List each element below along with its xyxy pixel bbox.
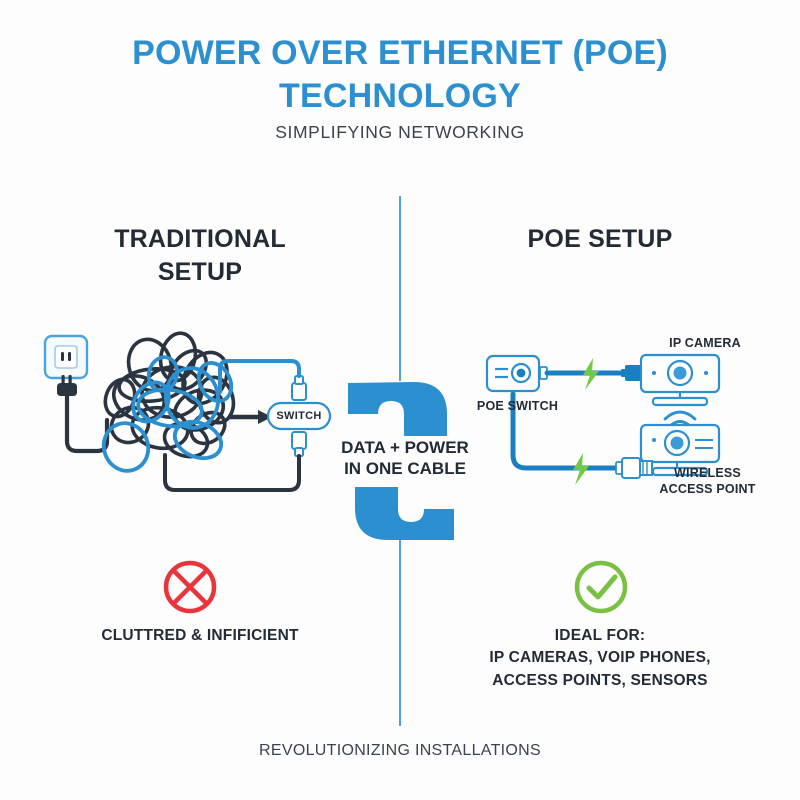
ip-camera-label: IP CAMERA bbox=[669, 336, 741, 350]
lightning-bolt-icon bbox=[583, 358, 599, 390]
lightning-bolt-icon-2 bbox=[573, 453, 589, 485]
wireless-access-point-label-line-2: ACCESS POINT bbox=[659, 481, 756, 496]
poe-switch-label: POE SWITCH bbox=[476, 399, 559, 413]
prohibited-circle-x-icon bbox=[163, 560, 217, 614]
wall-outlet-icon bbox=[43, 334, 89, 380]
section-heading-traditional: TRADITIONAL SETUP bbox=[40, 223, 360, 288]
center-label-line-1: DATA + POWER bbox=[341, 438, 469, 457]
power-plug-icon bbox=[57, 375, 77, 396]
wireless-access-point-label: WIRELESS ACCESS POINT bbox=[645, 466, 770, 497]
tangled-cables-icon bbox=[101, 331, 236, 473]
caption-poe-line-3: ACCESS POINTS, SENSORS bbox=[492, 671, 708, 689]
arrow-right-icon bbox=[228, 410, 272, 424]
section-heading-traditional-line-2: SETUP bbox=[157, 257, 243, 286]
page-subtitle: SIMPLIFYING NETWORKING bbox=[275, 122, 525, 142]
center-label-line-2: IN ONE CABLE bbox=[344, 459, 466, 479]
footer-text: REVOLUTIONIZING INSTALLATIONS bbox=[259, 742, 541, 759]
cable-hook-bottom-icon bbox=[355, 487, 454, 540]
section-heading-poe: POE SETUP bbox=[527, 225, 673, 253]
section-heading-traditional-line-1: TRADITIONAL bbox=[114, 225, 286, 253]
poe-switch-icon bbox=[485, 354, 548, 393]
caption-poe: IDEAL FOR: IP CAMERAS, VOIP PHONES, ACCE… bbox=[430, 625, 770, 692]
cable-hook-top-icon bbox=[348, 382, 447, 436]
page-title: POWER OVER ETHERNET (POE) TECHNOLOGY bbox=[0, 32, 800, 117]
page-title-line-1: POWER OVER ETHERNET (POE) bbox=[132, 34, 668, 72]
switch-uplink-cable bbox=[218, 359, 301, 394]
ip-camera-icon bbox=[639, 353, 721, 407]
vertical-divider-bottom bbox=[399, 540, 401, 726]
caption-poe-line-1: IDEAL FOR: bbox=[554, 627, 646, 644]
wifi-signal-icon bbox=[663, 410, 697, 435]
caption-traditional: CLUTTRED & INFIFICIENT bbox=[101, 627, 299, 644]
wireless-access-point-label-line-1: WIRELESS bbox=[674, 466, 741, 480]
switch-box-label: SWITCH bbox=[276, 410, 322, 422]
vertical-divider-top bbox=[399, 196, 401, 381]
page-title-line-2: TECHNOLOGY bbox=[279, 76, 521, 115]
caption-poe-line-2: IP CAMERAS, VOIP PHONES, bbox=[489, 649, 711, 667]
center-label: DATA + POWER IN ONE CABLE bbox=[330, 437, 480, 480]
switch-downlink-cable bbox=[163, 453, 301, 492]
power-cord-path bbox=[64, 393, 110, 454]
check-circle-icon bbox=[574, 560, 628, 614]
rj45-connector-icon bbox=[621, 365, 641, 381]
